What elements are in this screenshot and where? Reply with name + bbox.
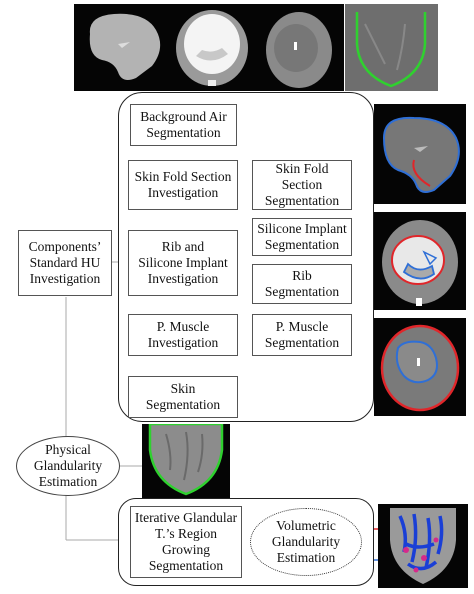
muscle-investigation-box: P. Muscle Investigation	[128, 314, 238, 356]
skin-fold-investigation-box: Skin Fold Section Investigation	[128, 160, 238, 210]
ct-muscle-skin-result-image	[374, 318, 466, 416]
background-air-segmentation-box: Background Air Segmentation	[130, 104, 237, 146]
ct-slice-implant-image	[170, 4, 254, 91]
muscle-segmentation-box: P. Muscle Segmentation	[252, 314, 352, 356]
skin-segmentation-box: Skin Segmentation	[128, 376, 238, 418]
ct-slice-body-image	[74, 4, 170, 91]
ct-implant-rib-result-image	[374, 212, 466, 310]
ct-slice-skin-contour-image	[345, 4, 438, 91]
silicone-implant-segmentation-box: Silicone Implant Segmentation	[252, 218, 352, 256]
ct-slice-breast-image	[254, 4, 344, 91]
glandular-region-growing-segmentation-box: Iterative Glandular T.’s Region Growing …	[130, 506, 242, 578]
rib-implant-investigation-box: Rib and Silicone Implant Investigation	[128, 230, 238, 296]
ct-physical-glandularity-slice-image	[142, 424, 230, 498]
skin-fold-segmentation-box: Skin Fold Section Segmentation	[252, 160, 352, 210]
rib-segmentation-box: Rib Segmentation	[252, 264, 352, 304]
physical-glandularity-estimation-ellipse: Physical Glandularity Estimation	[16, 436, 120, 496]
ct-background-air-result-image	[374, 104, 466, 204]
ct-glandular-result-image	[378, 504, 468, 588]
volumetric-glandularity-estimation-ellipse: Volumetric Glandularity Estimation	[250, 508, 362, 576]
components-standard-hu-investigation-box: Components’ Standard HU Investigation	[18, 230, 112, 296]
